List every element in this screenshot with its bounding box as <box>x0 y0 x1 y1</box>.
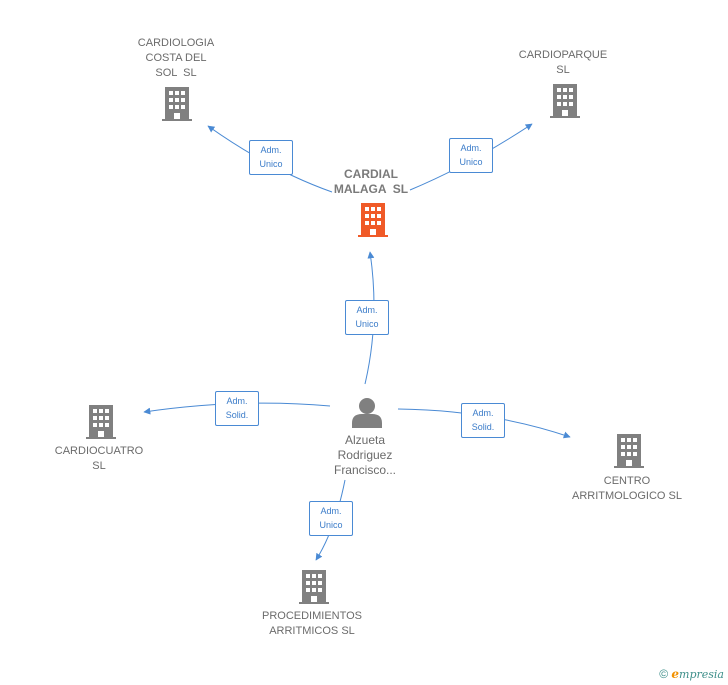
edge-label-to-costa[interactable]: Adm. Unico <box>249 140 293 175</box>
node-label-cardioparque[interactable]: CARDIOPARQUE SL <box>518 49 608 76</box>
node-label-cardiocuatro[interactable]: CARDIOCUATRO SL <box>54 445 144 472</box>
edge-label-to-cardioparque[interactable]: Adm. Unico <box>449 138 493 173</box>
brand-footer: © empresia <box>659 667 724 681</box>
brand-logo-text: mpresia <box>679 668 724 681</box>
node-label-centro[interactable]: CENTRO ARRITMOLOGICO SL <box>571 475 683 502</box>
node-label-costa[interactable]: CARDIOLOGIA COSTA DEL SOL SL <box>137 37 215 79</box>
building-icon-cardioparque[interactable] <box>550 84 580 118</box>
building-icon-costa[interactable] <box>162 87 192 121</box>
edge-label-to-center[interactable]: Adm. Unico <box>345 300 389 335</box>
node-label-person[interactable]: Alzueta Rodriguez Francisco... <box>333 433 396 477</box>
person-icon[interactable] <box>352 398 382 428</box>
node-label-procedimientos[interactable]: PROCEDIMIENTOS ARRITMICOS SL <box>261 610 363 637</box>
edge-label-to-cardiocuatro[interactable]: Adm. Solid. <box>215 391 259 426</box>
brand-logo-e: e <box>671 667 680 681</box>
edge-label-to-procedimientos[interactable]: Adm. Unico <box>309 501 353 536</box>
building-icon-centro[interactable] <box>614 434 644 468</box>
building-icon-cardiocuatro[interactable] <box>86 405 116 439</box>
edge-label-to-centro[interactable]: Adm. Solid. <box>461 403 505 438</box>
node-label-center[interactable]: CARDIAL MALAGA SL <box>333 167 409 196</box>
copyright-symbol: © <box>659 667 669 681</box>
building-icon-procedimientos[interactable] <box>299 570 329 604</box>
building-icon-center[interactable] <box>358 203 388 237</box>
